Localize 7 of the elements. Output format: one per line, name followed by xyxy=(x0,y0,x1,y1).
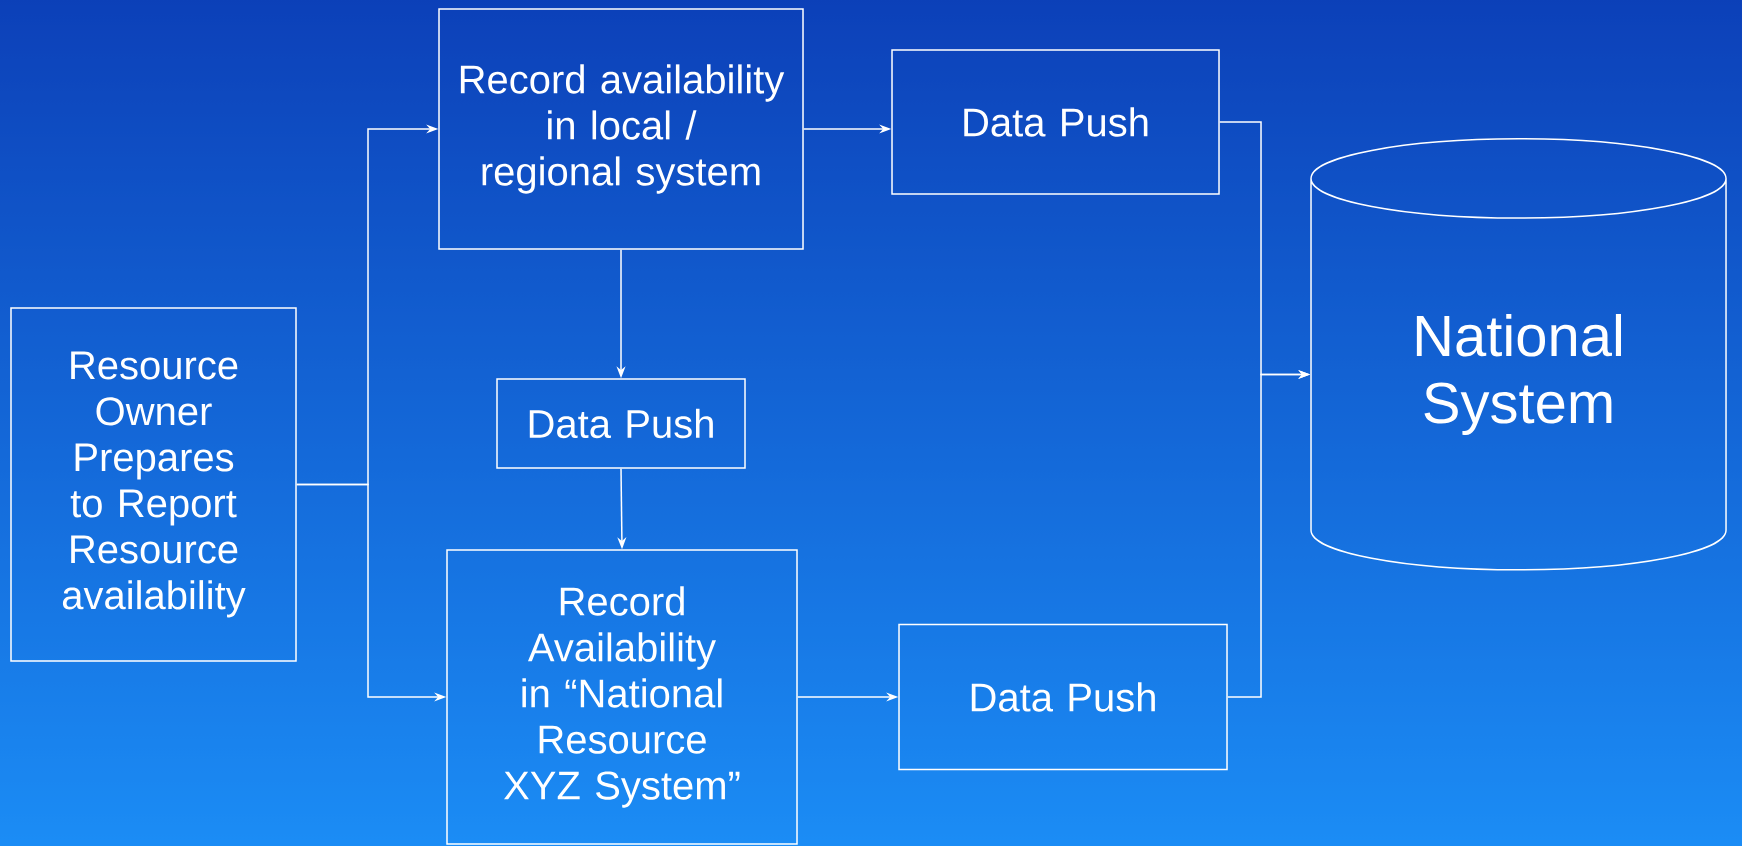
database-cylinder: National System xyxy=(1310,138,1727,571)
process-box: Data Push xyxy=(898,623,1228,771)
process-box: Data Push xyxy=(496,378,746,469)
process-box: Record availability in local / regional system xyxy=(438,8,804,250)
process-box: Record Availability in “National Resource XYZ System” xyxy=(446,549,798,845)
process-box: Resource Owner Prepares to Report Resource availability xyxy=(10,307,297,662)
process-box: Data Push xyxy=(891,49,1220,195)
